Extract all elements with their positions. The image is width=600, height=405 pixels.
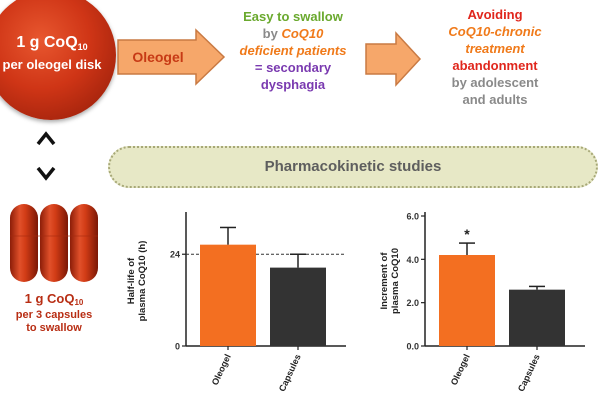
arrow-shape xyxy=(365,31,422,87)
outcome-line5: by adolescent xyxy=(451,75,539,90)
y-axis-label-line2: plasma CoQ10 (h) xyxy=(137,241,148,322)
category-label: Capsules xyxy=(516,353,542,394)
outcome-line4: abandonment xyxy=(452,58,538,73)
outcome-line3: treatment xyxy=(465,41,525,56)
capsule-1 xyxy=(10,204,38,282)
bar-capsules xyxy=(509,289,565,346)
double-arrow-icon xyxy=(36,131,56,181)
oleogel-arrow-label: Oleogel xyxy=(132,49,184,65)
outcome-arrow xyxy=(364,30,422,88)
y-tick-label: 24 xyxy=(170,250,180,260)
capsule-3 xyxy=(70,204,98,282)
category-label: Capsules xyxy=(277,353,303,394)
benefit-text: Easy to swallow by CoQ10 deficient patie… xyxy=(218,8,368,93)
disk-caption-sub: 10 xyxy=(77,42,88,52)
benefit-line5: dysphagia xyxy=(260,77,326,92)
benefit-line1: Easy to swallow xyxy=(243,9,343,24)
bar-capsules xyxy=(270,267,326,346)
benefit-line2-em: CoQ10 xyxy=(281,26,324,41)
y-tick-label: 6.0 xyxy=(406,212,419,222)
oleogel-arrow: Oleogel xyxy=(116,28,226,86)
disk-caption-line1: 1 g CoQ xyxy=(16,34,78,51)
capsules-caption-line1: 1 g CoQ xyxy=(24,291,75,306)
y-axis-label: Half-life of xyxy=(126,257,137,304)
pharmacokinetic-studies-banner: Pharmacokinetic studies xyxy=(108,146,598,188)
y-axis-label: Increment of xyxy=(379,252,390,310)
benefit-line2: by xyxy=(262,26,278,41)
benefit-line4: = secondary xyxy=(254,60,332,75)
category-label: Oleogel xyxy=(449,353,472,387)
capsule-2 xyxy=(40,204,68,282)
bar-oleogel xyxy=(200,244,256,346)
significance-annotation: * xyxy=(464,226,470,242)
outcome-line6: and adults xyxy=(462,92,528,107)
y-tick-label: 0.0 xyxy=(406,342,419,352)
capsules-caption-line2: per 3 capsules xyxy=(15,309,93,321)
outcome-line2: CoQ10-chronic xyxy=(448,24,542,39)
outcome-line1: Avoiding xyxy=(467,7,523,22)
category-label: Oleogel xyxy=(210,353,233,387)
y-tick-label: 4.0 xyxy=(406,255,419,265)
y-axis-label-line2: plasma CoQ10 xyxy=(390,248,401,314)
capsules-image xyxy=(10,204,98,282)
bar-oleogel xyxy=(439,255,495,346)
disk-caption-line2: per oleogel disk xyxy=(2,57,102,72)
arrow-shape xyxy=(117,28,226,86)
y-tick-label: 2.0 xyxy=(406,298,419,308)
capsules-caption-line3: to swallow xyxy=(26,322,82,334)
oleogel-disk-image xyxy=(0,0,116,120)
capsules-caption: 1 g CoQ10 per 3 capsules to swallow xyxy=(0,292,108,335)
benefit-line3: deficient patients xyxy=(239,43,347,58)
y-tick-label: 0 xyxy=(175,342,180,352)
disk-caption: 1 g CoQ10 per oleogel disk xyxy=(0,34,104,73)
capsules-caption-sub: 10 xyxy=(74,298,84,307)
outcome-text: Avoiding CoQ10-chronic treatment abandon… xyxy=(420,6,570,108)
